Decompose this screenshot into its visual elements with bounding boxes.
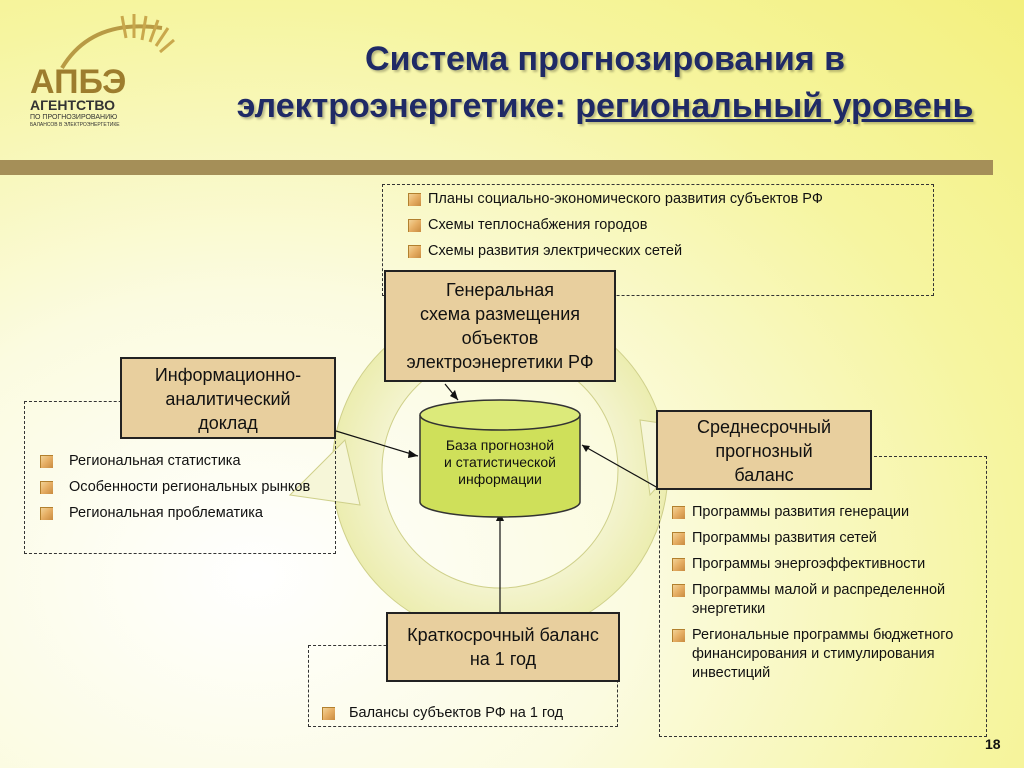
info-report-line3: доклад xyxy=(198,413,258,433)
list-item-text: Программы развития сетей xyxy=(692,530,877,546)
list-item-text: Схемы теплоснабжения городов xyxy=(428,217,648,233)
general-scheme-box: Генеральная схема размещения объектов эл… xyxy=(384,270,616,382)
short-term-line1: Краткосрочный баланс xyxy=(407,625,599,645)
general-scheme-line1: Генеральная xyxy=(445,280,555,300)
short-term-line2: на 1 год xyxy=(469,649,537,669)
list-item-text: Балансы субъектов РФ на 1 год xyxy=(349,705,564,721)
database-label-line2: и статистической xyxy=(444,454,556,470)
left-list: Региональная статистика Особенности реги… xyxy=(40,452,320,530)
list-item: Региональная проблематика xyxy=(40,504,320,523)
medium-term-line3: баланс xyxy=(734,465,794,485)
title-line2-prefix: электроэнергетике: xyxy=(236,87,576,125)
list-item: Программы энергоэффективности xyxy=(672,555,977,574)
logo-abbr: АПБЭ xyxy=(30,63,126,101)
list-item: Планы социально-экономического развития … xyxy=(408,190,928,209)
general-scheme-line2: схема размещения xyxy=(419,304,580,324)
bullet-square-icon xyxy=(408,219,421,232)
bullet-square-icon xyxy=(408,245,421,258)
logo-name: АГЕНТСТВО xyxy=(30,97,115,113)
list-item: Программы малой и распределенной энергет… xyxy=(672,581,977,619)
list-item-text: Особенности региональных рынков xyxy=(69,479,311,495)
list-item-text: Схемы развития электрических сетей xyxy=(428,243,683,259)
list-item-text: Региональная проблематика xyxy=(69,505,263,521)
short-term-balance-box: Краткосрочный баланс на 1 год xyxy=(386,612,620,682)
info-report-line1: Информационно- xyxy=(154,365,302,385)
list-item: Схемы теплоснабжения городов xyxy=(408,216,928,235)
top-list: Планы социально-экономического развития … xyxy=(408,190,928,268)
agency-logo: АПБЭ АГЕНТСТВО ПО ПРОГНОЗИРОВАНИЮ БАЛАНС… xyxy=(22,8,187,128)
database-cylinder xyxy=(419,399,581,518)
bullet-square-icon xyxy=(322,707,335,720)
right-list: Программы развития генерации Программы р… xyxy=(672,503,977,690)
medium-term-line1: Среднесрочный xyxy=(696,417,831,437)
list-item: Схемы развития электрических сетей xyxy=(408,242,928,261)
database-label-line3: информации xyxy=(458,471,542,487)
logo-sub2: БАЛАНСОВ В ЭЛЕКТРОЭНЕРГЕТИКЕ xyxy=(30,122,120,128)
list-item-text: Планы социально-экономического развития … xyxy=(428,191,823,207)
ring-arrow-left xyxy=(288,439,361,506)
bullet-square-icon xyxy=(40,481,53,494)
info-report-line2: аналитический xyxy=(165,389,291,409)
list-item: Программы развития сетей xyxy=(672,529,977,548)
list-item: Особенности региональных рынков xyxy=(40,478,320,497)
list-item: Балансы субъектов РФ на 1 год xyxy=(322,704,612,723)
list-item-text: Программы развития генерации xyxy=(692,504,910,520)
bullet-square-icon xyxy=(672,629,685,642)
medium-term-line2: прогнозный xyxy=(715,441,813,461)
bullet-square-icon xyxy=(40,507,53,520)
list-item: Программы развития генерации xyxy=(672,503,977,522)
database-label-line1: База прогнозной xyxy=(445,437,555,453)
title-line2-underlined: региональный уровень xyxy=(575,87,974,125)
database-label: База прогнозной и статистической информа… xyxy=(420,437,580,488)
general-scheme-line4: электроэнергетики РФ xyxy=(406,352,594,372)
logo-sub1: ПО ПРОГНОЗИРОВАНИЮ xyxy=(30,114,117,121)
title-divider-bar xyxy=(0,160,993,175)
list-item: Региональные программы бюджетного финанс… xyxy=(672,626,977,683)
list-item-text: Региональная статистика xyxy=(69,453,241,469)
bullet-square-icon xyxy=(672,532,685,545)
slide-title: Система прогнозирования в электроэнергет… xyxy=(190,36,1020,130)
bullet-square-icon xyxy=(672,584,685,597)
top-dashed-frame xyxy=(382,184,934,296)
medium-term-balance-box: Среднесрочный прогнозный баланс xyxy=(656,410,872,490)
title-line2: электроэнергетике: региональный уровень xyxy=(190,83,1020,130)
list-item: Региональная статистика xyxy=(40,452,320,471)
list-item-text: Программы энергоэффективности xyxy=(692,556,926,572)
logo-sun-icon: АПБЭ АГЕНТСТВО ПО ПРОГНОЗИРОВАНИЮ БАЛАНС… xyxy=(30,14,175,128)
list-item-text: Региональные программы бюджетного финанс… xyxy=(692,627,954,681)
general-scheme-line3: объектов xyxy=(461,328,539,348)
page-number: 18 xyxy=(985,736,1001,752)
list-item-text: Программы малой и распределенной энергет… xyxy=(692,582,946,617)
bullet-square-icon xyxy=(672,558,685,571)
connector-arrows xyxy=(335,383,659,612)
bullet-square-icon xyxy=(672,506,685,519)
bullet-square-icon xyxy=(40,455,53,468)
info-report-box: Информационно- аналитический доклад xyxy=(120,357,336,439)
bullet-square-icon xyxy=(408,193,421,206)
title-line1: Система прогнозирования в xyxy=(365,40,845,78)
bottom-list: Балансы субъектов РФ на 1 год xyxy=(322,704,612,730)
